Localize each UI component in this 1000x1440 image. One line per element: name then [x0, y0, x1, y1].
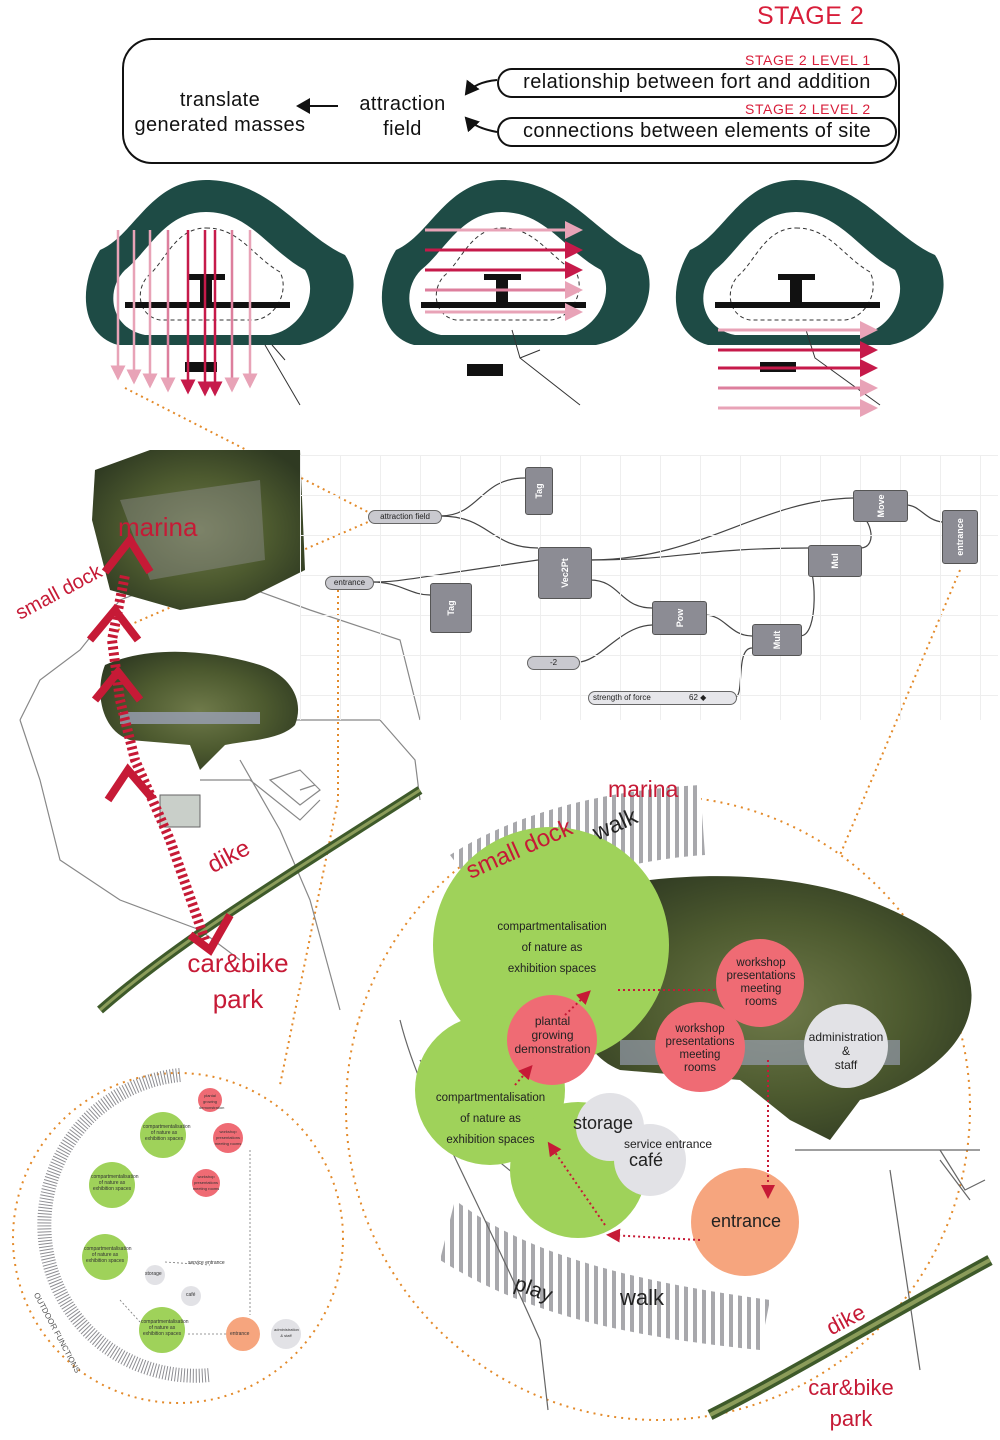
- gh-node-vec2pt-label: Vec2Pt: [560, 558, 570, 588]
- bubble-admin: administration & staff: [800, 1030, 892, 1072]
- bubble-walk-bottom-label: walk: [620, 1285, 665, 1310]
- workshop-2-line1: workshop: [675, 1023, 725, 1035]
- bubble-compartment-2: compartmentalisation of nature as exhibi…: [418, 1088, 563, 1151]
- plantal-line2: growing: [531, 1028, 574, 1042]
- workshop-1-line1: workshop: [736, 957, 786, 969]
- plantal-line3: demonstration: [514, 1042, 591, 1056]
- gh-slider-strength[interactable]: strength of force 62 ◆: [588, 691, 737, 705]
- connector-gh-to-small: [279, 590, 339, 1086]
- small-storage: storage: [145, 1271, 162, 1277]
- map-car-bike-label: car&bike park: [178, 945, 298, 1017]
- compartment-1-line2: of nature as: [521, 942, 583, 954]
- small-compartment-4: compartmentalisation of nature as exhibi…: [141, 1319, 189, 1337]
- gh-node-mul-label: Mul: [830, 553, 840, 569]
- small-bubble-diagram: [12, 1068, 344, 1404]
- workshop-2-line2: presentations: [665, 1036, 735, 1048]
- gh-node-entrance-output[interactable]: entrance: [942, 510, 978, 564]
- small-admin: administration & staff: [274, 1327, 299, 1338]
- compartment-1-line1: compartmentalisation: [497, 921, 607, 933]
- gh-slider-value: 62 ◆: [689, 693, 707, 702]
- workshop-1-line3: meeting: [740, 983, 782, 995]
- fort-diagram-3: [675, 180, 944, 417]
- fort-diagram-1: [85, 180, 354, 406]
- bubble-car-bike-label: car&bike park: [796, 1372, 906, 1434]
- large-bubble-diagram: [345, 785, 993, 1421]
- bubble-workshop-1: workshop presentations meeting rooms: [716, 957, 806, 1009]
- gh-node-mult[interactable]: Mult: [752, 624, 802, 656]
- bubble-car-bike-line2: park: [829, 1406, 873, 1431]
- small-compartment-3: compartmentalisation of nature as exhibi…: [84, 1246, 132, 1264]
- gh-param-attraction-field[interactable]: attraction field: [368, 510, 442, 524]
- stage-flow-diagram: [122, 38, 900, 164]
- bubble-storage: storage: [573, 1113, 634, 1133]
- workshop-1-line2: presentations: [726, 970, 796, 982]
- translate-masses-label: translate generated masses: [125, 88, 315, 138]
- generated-masses-line: generated masses: [134, 114, 306, 136]
- gh-node-move-label: Move: [875, 494, 886, 518]
- bubble-compartment-1: compartmentalisation of nature as exhibi…: [472, 917, 632, 980]
- admin-line1: administration: [808, 1030, 884, 1044]
- small-workshop-1: workshop presentations meeting rooms: [214, 1129, 242, 1146]
- map-car-bike-line1: car&bike: [187, 948, 289, 978]
- gh-param-neg-two[interactable]: -2: [527, 656, 580, 670]
- map-car-bike-line2: park: [212, 984, 264, 1014]
- level1-label: STAGE 2 LEVEL 1: [745, 52, 871, 68]
- compartment-2-line1: compartmentalisation: [435, 1092, 546, 1104]
- attraction-field-label: attraction field: [350, 92, 455, 142]
- gh-node-tag-1-label: Tag: [534, 483, 544, 499]
- map-marina-label: marina: [118, 512, 198, 542]
- workshop-2-line4: rooms: [684, 1062, 716, 1074]
- bubble-plantal: plantal growing demonstration: [505, 1014, 600, 1056]
- gh-node-mul[interactable]: Mul: [808, 545, 862, 577]
- small-compartment-1: compartmentalisation of nature as exhibi…: [143, 1124, 191, 1142]
- bubble-car-bike-line1: car&bike: [808, 1375, 894, 1400]
- gh-node-tag-2-label: Tag: [446, 600, 456, 616]
- gh-node-tag-2[interactable]: Tag: [430, 583, 472, 633]
- small-entrance: entrance: [230, 1331, 250, 1337]
- compartment-2-line2: of nature as: [460, 1113, 521, 1125]
- field-line: field: [383, 118, 422, 140]
- compartment-1-line3: exhibition spaces: [507, 963, 597, 975]
- arrow-level1: [464, 79, 498, 96]
- compartment-2-line3: exhibition spaces: [446, 1134, 535, 1146]
- admin-line2: &: [841, 1044, 850, 1058]
- gh-param-entrance[interactable]: entrance: [325, 576, 374, 590]
- bubble-marina-label: marina: [608, 776, 679, 802]
- plantal-line1: plantal: [534, 1014, 571, 1028]
- bubble-entrance: entrance: [711, 1211, 782, 1231]
- gh-node-entrance-output-label: entrance: [955, 518, 965, 556]
- gh-node-pow-label: Pow: [674, 608, 685, 628]
- translate-line: translate: [179, 89, 261, 111]
- small-compartment-2: compartmentalisation of nature as exhibi…: [91, 1174, 139, 1192]
- arrow-level2: [464, 116, 498, 133]
- gh-node-vec2pt[interactable]: Vec2Pt: [538, 547, 592, 599]
- admin-line3: staff: [834, 1058, 858, 1072]
- small-cafe: café: [186, 1292, 196, 1298]
- bubble-workshop-2: workshop presentations meeting rooms: [655, 1023, 745, 1075]
- bubble-cafe: café: [629, 1150, 664, 1170]
- stage-title: STAGE 2: [757, 2, 865, 30]
- workshop-1-line4: rooms: [745, 996, 777, 1008]
- workshop-2-line3: meeting: [679, 1049, 721, 1061]
- site-map: [19, 450, 423, 1014]
- gh-node-tag-1[interactable]: Tag: [525, 467, 553, 515]
- gh-node-pow[interactable]: Pow: [652, 601, 707, 635]
- level2-label: STAGE 2 LEVEL 2: [745, 101, 871, 117]
- gh-slider-label: strength of force: [593, 693, 651, 702]
- level1-pill: relationship between fort and addition: [497, 68, 897, 98]
- bubble-service-entrance: service entrance: [624, 1137, 713, 1151]
- gh-node-mult-label: Mult: [772, 630, 782, 650]
- attraction-line: attraction: [359, 93, 446, 115]
- small-service-entrance: service entrance: [188, 1260, 225, 1266]
- gh-node-move[interactable]: Move: [853, 490, 908, 522]
- small-workshop-2: workshop presentations meeting rooms: [192, 1174, 220, 1191]
- small-plantal: plantal growing demonstration: [199, 1093, 225, 1110]
- fort-diagram-2: [381, 180, 650, 406]
- level2-pill: connections between elements of site: [497, 117, 897, 147]
